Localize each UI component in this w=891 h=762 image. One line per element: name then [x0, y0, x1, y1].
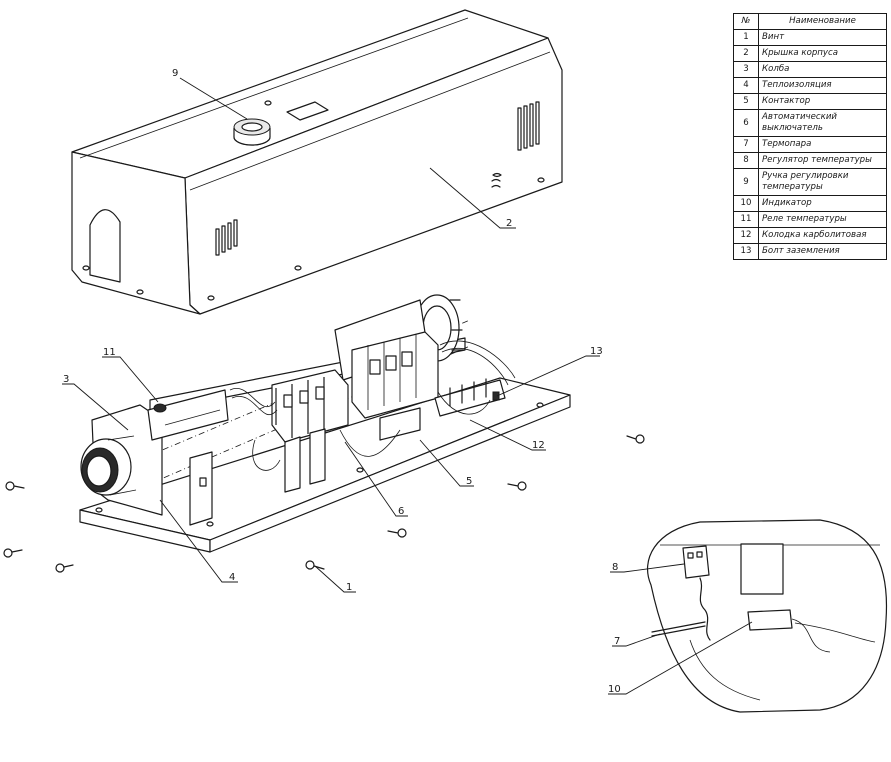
- row-name: Термопара: [758, 136, 887, 153]
- row-name: Теплоизоляция: [758, 77, 887, 94]
- row-number: 10: [733, 195, 759, 212]
- detail-view: [647, 519, 888, 713]
- circuit-breaker: [271, 369, 349, 493]
- row-name: Винт: [758, 29, 887, 46]
- callout-9: 9: [172, 68, 178, 79]
- callout-3: 3: [63, 374, 69, 385]
- row-number: 2: [733, 45, 759, 62]
- callout-11: 11: [103, 347, 116, 358]
- callout-12: 12: [532, 440, 545, 451]
- base-assembly: [79, 294, 571, 553]
- callout-2: 2: [506, 218, 512, 229]
- row-number: 13: [733, 243, 759, 260]
- callout-5: 5: [466, 476, 472, 487]
- row-name: Крышка корпуса: [758, 45, 887, 62]
- row-number: 5: [733, 93, 759, 110]
- row-name: Реле температуры: [758, 211, 887, 228]
- detail-indicator: [747, 609, 793, 631]
- row-number: 3: [733, 61, 759, 78]
- heating-flask: [80, 404, 163, 516]
- row-name: Колба: [758, 61, 887, 78]
- row-number: 8: [733, 152, 759, 169]
- cover-vents-left: [215, 219, 238, 256]
- row-name: Автоматический выключатель: [758, 109, 887, 137]
- header-number: №: [733, 13, 759, 30]
- row-name: Регулятор температуры: [758, 152, 887, 169]
- callout-13: 13: [590, 346, 603, 357]
- contactor: [351, 331, 439, 441]
- temperature-relay: [147, 389, 229, 441]
- callout-4: 4: [229, 572, 235, 583]
- detail-temperature-regulator: [682, 545, 710, 579]
- row-number: 6: [733, 109, 759, 137]
- temperature-knob: [233, 100, 272, 146]
- row-name: Болт заземления: [758, 243, 887, 260]
- row-name: Ручка регулировки температуры: [758, 168, 887, 196]
- row-number: 4: [733, 77, 759, 94]
- row-number: 7: [733, 136, 759, 153]
- callout-7: 7: [614, 636, 620, 647]
- callout-8: 8: [612, 562, 618, 573]
- row-name: Контактор: [758, 93, 887, 110]
- row-name: Колодка карболитовая: [758, 227, 887, 244]
- header-name: Наименование: [758, 13, 887, 30]
- row-name: Индикатор: [758, 195, 887, 212]
- housing-cover: [71, 9, 563, 315]
- row-number: 1: [733, 29, 759, 46]
- row-number: 11: [733, 211, 759, 228]
- row-number: 9: [733, 168, 759, 196]
- row-number: 12: [733, 227, 759, 244]
- parts-table-header: № Наименование: [733, 13, 887, 30]
- callouts: 9 2 11 3 4 6 5 12 13 1 8 7 10: [62, 68, 753, 695]
- ground-bolt: [492, 391, 500, 401]
- cover-vents-right: [517, 101, 540, 151]
- callout-6: 6: [398, 506, 404, 517]
- callout-10: 10: [608, 684, 621, 695]
- carbolite-terminal-block: [434, 378, 506, 417]
- screws: [3, 434, 645, 573]
- callout-1: 1: [346, 582, 352, 593]
